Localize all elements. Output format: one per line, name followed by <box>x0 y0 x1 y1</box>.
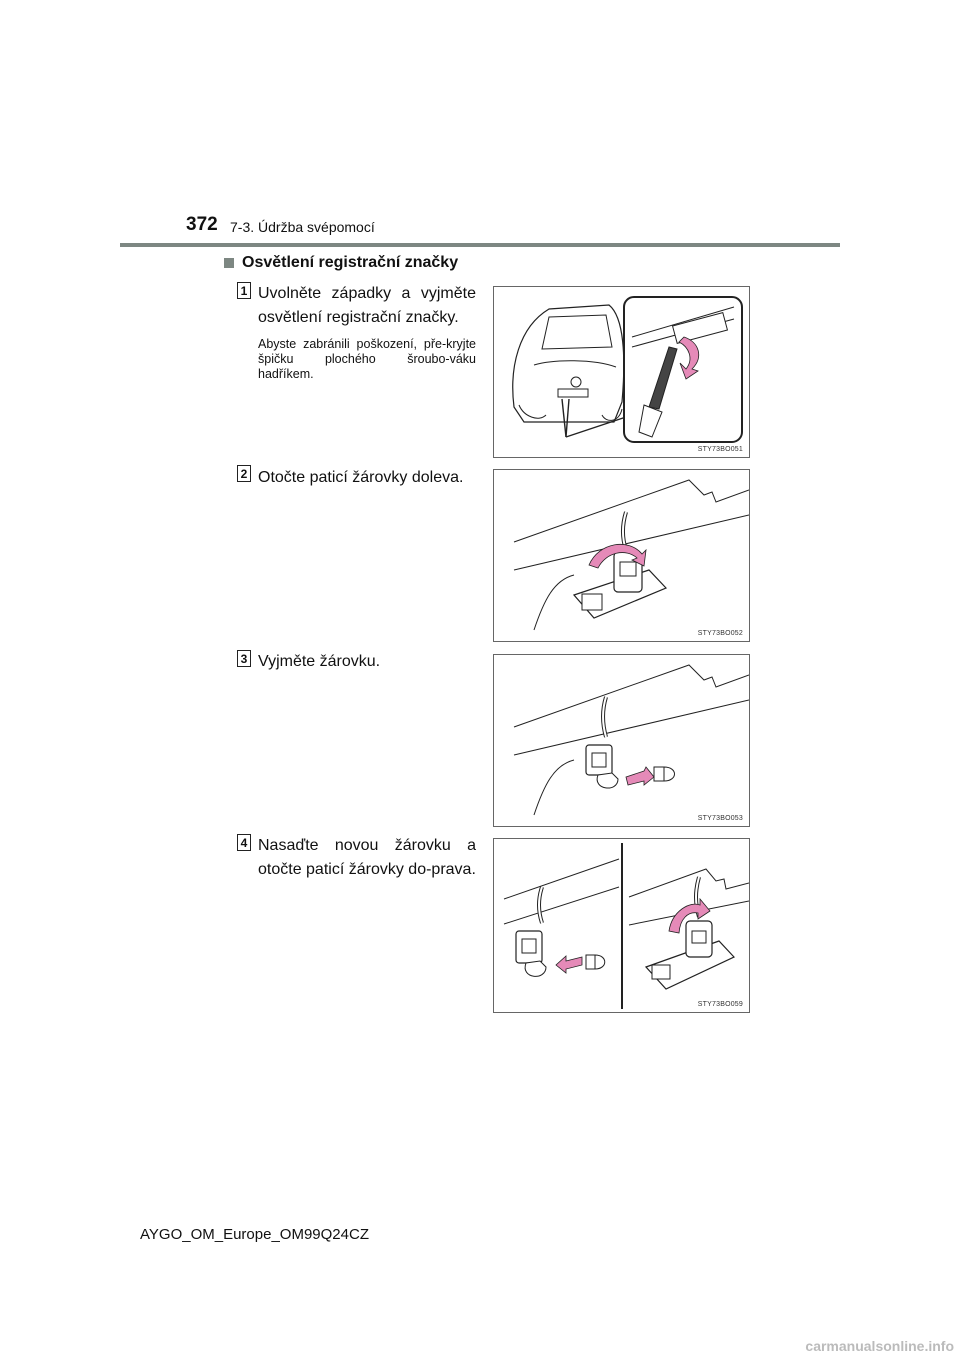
section-heading: Osvětlení registrační značky <box>224 254 458 272</box>
step-number-4: 4 <box>237 834 251 851</box>
figure-code-4: STY73BO059 <box>697 1001 743 1008</box>
step-4-text: Nasaďte novou žárovku a otočte paticí žá… <box>258 837 476 878</box>
step-2-text: Otočte paticí žárovky doleva. <box>258 469 464 486</box>
figure-code-1: STY73BO051 <box>697 446 743 453</box>
figure-code-2: STY73BO052 <box>697 630 743 637</box>
watermark: carmanualsonline.info <box>805 1338 954 1354</box>
step-number-3: 3 <box>237 650 251 667</box>
remove-bulb-illustration <box>513 664 749 816</box>
figure-step-1: STY73BO051 <box>493 286 750 458</box>
square-bullet-icon <box>224 258 234 268</box>
document-code: AYGO_OM_Europe_OM99Q24CZ <box>140 1226 369 1243</box>
step-3-text: Vyjměte žárovku. <box>258 653 381 670</box>
page-number: 372 <box>186 214 218 235</box>
figure-code-3: STY73BO053 <box>697 815 743 822</box>
rotate-socket-left-illustration <box>513 479 749 631</box>
step-1-note: Abyste zabránili poškození, pře-kryjte š… <box>258 337 476 381</box>
install-bulb-illustration <box>503 843 749 1009</box>
license-light-removal-illustration <box>512 296 743 443</box>
figure-step-2: STY73BO052 <box>493 469 750 642</box>
header-rule <box>120 243 840 247</box>
step-number-1: 1 <box>237 282 251 299</box>
chapter-title: 7-3. Údržba svépomocí <box>230 219 375 235</box>
section-heading-text: Osvětlení registrační značky <box>242 254 459 271</box>
figure-step-4: STY73BO059 <box>493 838 750 1013</box>
step-1-text: Uvolněte západky a vyjměte osvětlení reg… <box>258 285 476 326</box>
step-number-2: 2 <box>237 465 251 482</box>
figure-step-3: STY73BO053 <box>493 654 750 827</box>
